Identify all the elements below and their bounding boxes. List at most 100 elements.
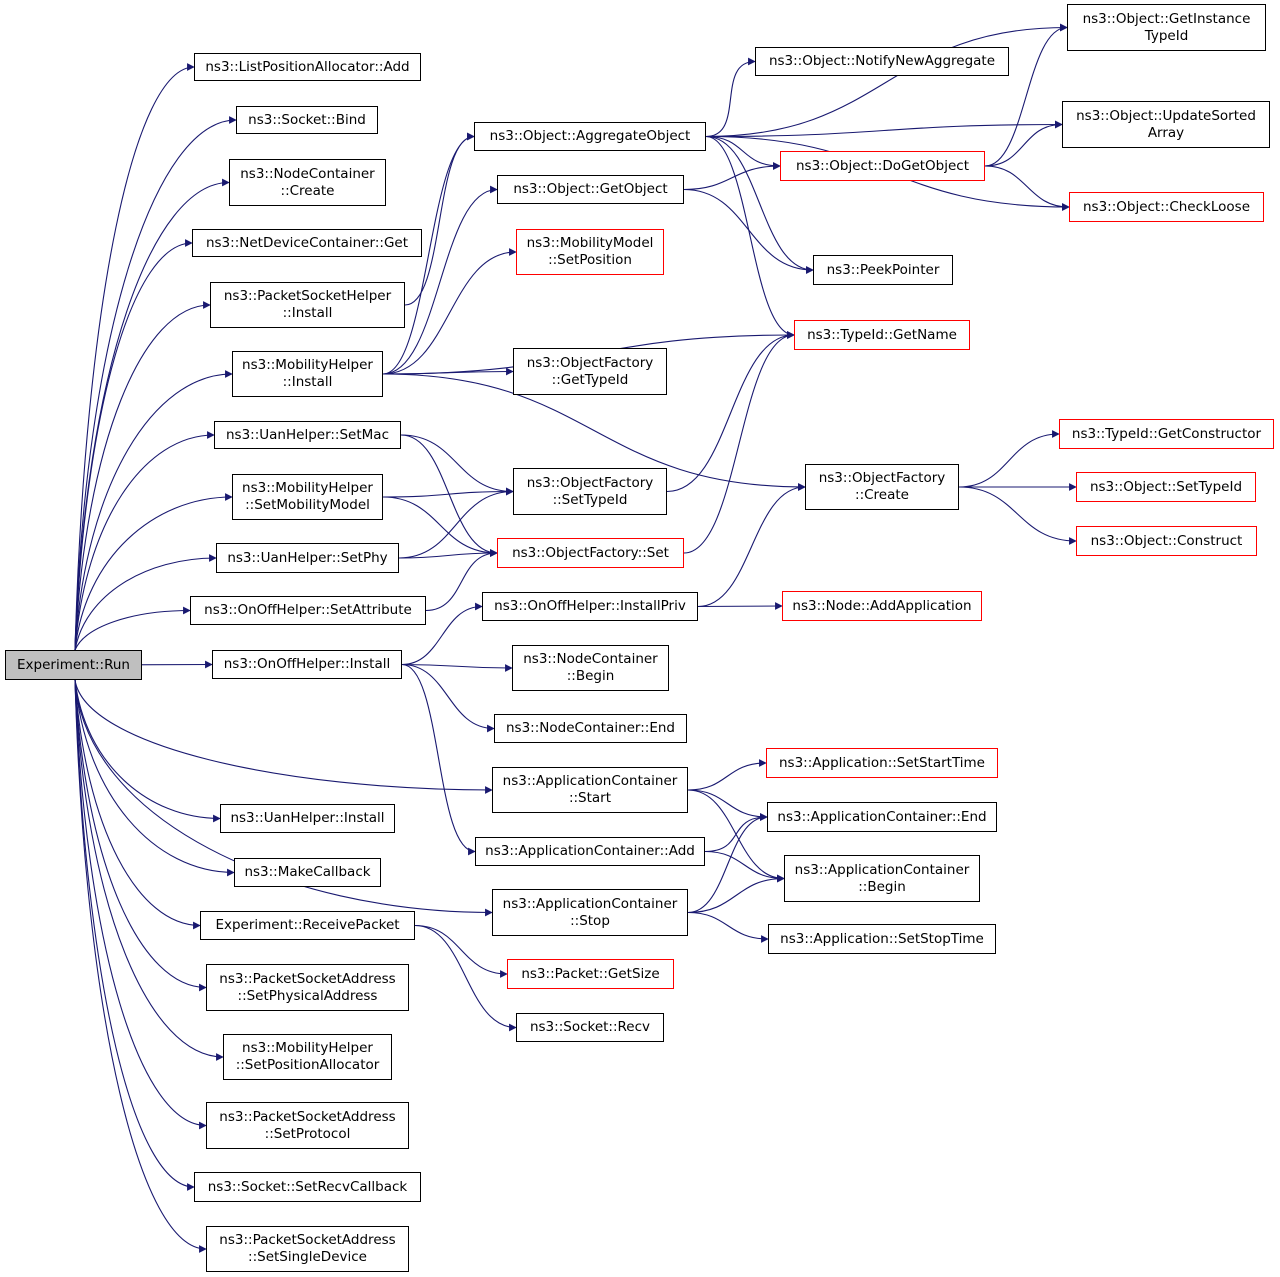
node-application-setstarttime[interactable]: ns3::Application::SetStartTime	[766, 748, 998, 778]
node-uanhelper-setphy[interactable]: ns3::UanHelper::SetPhy	[216, 543, 399, 573]
node-label-line: ns3::PacketSocketHelper	[223, 288, 392, 304]
node-experiment-receivepacket[interactable]: Experiment::ReceivePacket	[200, 911, 415, 940]
node-applicationcontainer-start[interactable]: ns3::ApplicationContainer::Start	[492, 767, 688, 813]
node-packetsocketaddress-setsingledevice[interactable]: ns3::PacketSocketAddress::SetSingleDevic…	[206, 1226, 409, 1272]
node-uanhelper-setmac[interactable]: ns3::UanHelper::SetMac	[214, 421, 401, 449]
node-label-line: ::Create	[855, 487, 909, 503]
node-label-line: ::Begin	[566, 668, 615, 684]
node-label-line: ::Start	[568, 790, 612, 806]
node-label-line: ::Install	[282, 305, 333, 321]
edge-run-to-psh_install	[74, 301, 211, 651]
edge-run-to-ac_stop	[74, 679, 493, 917]
node-label-line: ns3::NodeContainer	[523, 651, 658, 667]
node-onoffhelper-installpriv[interactable]: ns3::OnOffHelper::InstallPriv	[482, 592, 698, 621]
edge-ooh_install-to-nc_begin	[401, 663, 513, 672]
node-packet-getsize[interactable]: ns3::Packet::GetSize	[507, 959, 674, 989]
edge-run-to-ndc_get	[74, 239, 193, 651]
node-objectfactory-gettypeid[interactable]: ns3::ObjectFactory::GetTypeId	[513, 348, 667, 395]
node-object-dogetobject[interactable]: ns3::Object::DoGetObject	[780, 151, 985, 181]
node-packetsocketaddress-setprotocol[interactable]: ns3::PacketSocketAddress::SetProtocol	[206, 1102, 409, 1149]
node-objectfactory-set[interactable]: ns3::ObjectFactory::Set	[497, 538, 684, 568]
edge-recv_pkt-to-sock_recv	[414, 924, 517, 1032]
edge-mh_install-to-obj_getobject	[382, 185, 498, 375]
edge-run-to-psa_setproto	[74, 679, 207, 1130]
node-object-settypeid[interactable]: ns3::Object::SetTypeId	[1076, 472, 1256, 502]
node-typeid-getconstructor[interactable]: ns3::TypeId::GetConstructor	[1059, 419, 1274, 449]
node-listpositionallocator-add[interactable]: ns3::ListPositionAllocator::Add	[194, 53, 421, 81]
node-label-line: ns3::Application::SetStopTime	[780, 930, 984, 947]
node-socket-setrecvcallback[interactable]: ns3::Socket::SetRecvCallback	[194, 1172, 421, 1202]
node-label-line: ns3::Object::SetTypeId	[1089, 478, 1243, 495]
edge-ooh_install-to-ooh_installpriv	[401, 602, 483, 666]
node-application-setstoptime[interactable]: ns3::Application::SetStopTime	[768, 924, 996, 954]
node-mobilityhelper-setmobilitymodel[interactable]: ns3::MobilityHelper::SetMobilityModel	[232, 474, 383, 520]
node-label-line: ns3::PacketSocketAddress	[219, 1232, 396, 1248]
edge-mh_install-to-obj_aggregate	[382, 132, 475, 375]
node-nodecontainer-create[interactable]: ns3::NodeContainer::Create	[229, 159, 386, 206]
node-label-line: ns3::PacketSocketAddress	[219, 1108, 396, 1125]
node-packetsocketaddress-setphysicaladdress[interactable]: ns3::PacketSocketAddress::SetPhysicalAdd…	[206, 964, 409, 1011]
node-label-line: ns3::OnOffHelper::SetAttribute	[204, 602, 412, 618]
node-label-line: ns3::MobilityHelper	[242, 357, 373, 373]
node-onoffhelper-install[interactable]: ns3::OnOffHelper::Install	[212, 650, 402, 679]
node-label-line: ::SetPhysicalAddress	[237, 987, 378, 1004]
node-object-getobject[interactable]: ns3::Object::GetObject	[497, 175, 684, 204]
node-uanhelper-install[interactable]: ns3::UanHelper::Install	[220, 804, 395, 833]
node-netdevicecontainer-get[interactable]: ns3::NetDeviceContainer::Get	[192, 229, 422, 257]
edge-of_set-to-typeid_getname	[683, 331, 795, 554]
node-packetsockethelper-install[interactable]: ns3::PacketSocketHelper::Install	[210, 282, 405, 328]
node-object-construct[interactable]: ns3::Object::Construct	[1076, 526, 1257, 556]
node-label-line: ns3::MobilityHelper	[242, 480, 373, 496]
edge-uan_setphy-to-of_set	[398, 549, 498, 559]
node-mobilityhelper-install[interactable]: ns3::MobilityHelper::Install	[232, 351, 383, 397]
node-peekpointer[interactable]: ns3::PeekPointer	[813, 255, 953, 285]
node-objectfactory-settypeid[interactable]: ns3::ObjectFactory::SetTypeId	[513, 468, 667, 515]
node-objectfactory-create[interactable]: ns3::ObjectFactory::Create	[805, 464, 959, 510]
edge-ooh_setattr-to-of_set	[425, 549, 498, 612]
node-applicationcontainer-begin[interactable]: ns3::ApplicationContainer::Begin	[784, 855, 980, 902]
node-typeid-getname[interactable]: ns3::TypeId::GetName	[794, 320, 970, 350]
node-label-line: ns3::NodeContainer	[240, 165, 375, 182]
edge-obj_aggregate-to-obj_updsorted	[705, 120, 1063, 138]
node-nodecontainer-begin[interactable]: ns3::NodeContainer::Begin	[512, 645, 669, 691]
node-makecallback[interactable]: ns3::MakeCallback	[234, 858, 381, 887]
node-label-line: Experiment::ReceivePacket	[215, 917, 400, 933]
node-socket-recv[interactable]: ns3::Socket::Recv	[516, 1013, 664, 1042]
node-label-line: ns3::MobilityHelper	[242, 1040, 373, 1056]
node-applicationcontainer-stop[interactable]: ns3::ApplicationContainer::Stop	[492, 889, 688, 936]
node-label-line: ns3::ListPositionAllocator::Add	[205, 58, 410, 75]
node-applicationcontainer-end[interactable]: ns3::ApplicationContainer::End	[767, 802, 997, 832]
node-object-checkloose[interactable]: ns3::Object::CheckLoose	[1069, 192, 1264, 222]
node-object-notifynewaggregate[interactable]: ns3::Object::NotifyNewAggregate	[755, 47, 1009, 76]
node-label-line: ns3::Socket::Recv	[529, 1019, 651, 1035]
node-label-line: ns3::Object::NotifyNewAggregate	[768, 53, 996, 69]
node-onoffhelper-setattribute[interactable]: ns3::OnOffHelper::SetAttribute	[190, 596, 426, 625]
node-label-line: ns3::Object::GetInstance	[1082, 10, 1251, 27]
edge-obj_aggregate-to-obj_dogetobject	[705, 135, 781, 170]
node-nodecontainer-end[interactable]: ns3::NodeContainer::End	[494, 714, 687, 743]
node-label-line: ns3::PacketSocketAddress	[219, 970, 396, 987]
edge-of_create-to-typeid_getctor	[958, 430, 1060, 488]
edge-obj_aggregate-to-obj_getinst	[705, 23, 1068, 138]
node-mobilityhelper-setpositionallocator[interactable]: ns3::MobilityHelper::SetPositionAllocato…	[223, 1034, 392, 1080]
edge-uan_setmac-to-of_settypeid	[400, 434, 514, 496]
node-label-line: Array	[1147, 124, 1185, 141]
node-object-aggregateobject[interactable]: ns3::Object::AggregateObject	[474, 122, 706, 151]
node-node-addapplication[interactable]: ns3::Node::AddApplication	[782, 591, 982, 621]
edge-obj_dogetobject-to-obj_updsorted	[984, 120, 1063, 167]
edge-of_settypeid-to-typeid_getname	[666, 331, 795, 493]
edge-ac_start-to-ac_end	[687, 789, 768, 821]
edge-run-to-ac_start	[74, 679, 493, 794]
node-applicationcontainer-add[interactable]: ns3::ApplicationContainer::Add	[475, 837, 705, 866]
node-label-line: ns3::MakeCallback	[244, 864, 371, 880]
node-socket-bind[interactable]: ns3::Socket::Bind	[236, 106, 378, 134]
edge-obj_getobject-to-peekpointer	[683, 188, 814, 274]
node-label-line: ns3::ApplicationContainer::Add	[485, 843, 695, 859]
edge-run-to-uan_setmac	[74, 431, 215, 651]
edge-ooh_installpriv-to-of_create	[697, 483, 806, 608]
node-mobilitymodel-setposition[interactable]: ns3::MobilityModel::SetPosition	[516, 229, 664, 275]
node-label-line: ns3::Object::UpdateSorted	[1076, 107, 1256, 124]
